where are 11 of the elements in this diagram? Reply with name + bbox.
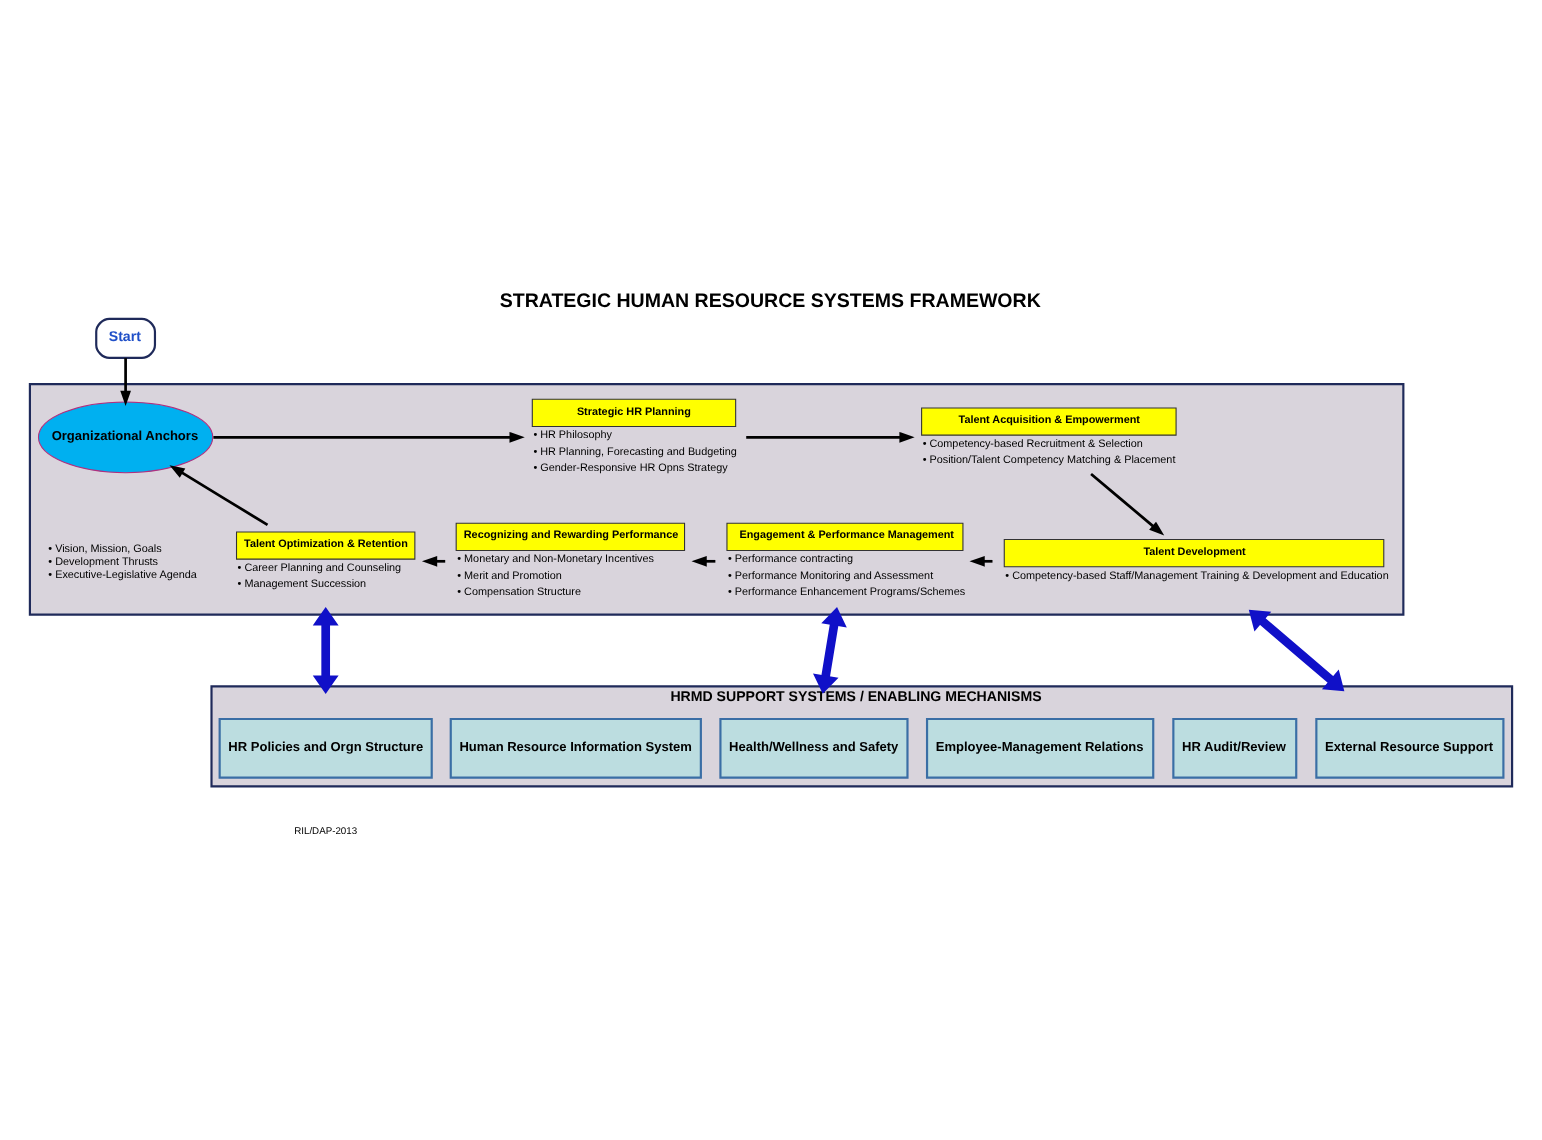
arrow — [120, 358, 131, 407]
cluster — [28, 382, 1405, 616]
arrow — [813, 607, 847, 694]
arrow — [1248, 609, 1345, 692]
arrow — [169, 465, 269, 526]
arrow — [312, 607, 339, 694]
diagram-title: STRATEGIC HUMAN RESOURCE SYSTEMS FRAMEWORK — [499, 291, 1041, 314]
arrow — [746, 432, 915, 443]
arrow — [1090, 472, 1165, 536]
arrow — [421, 555, 446, 567]
arrow — [213, 432, 525, 443]
